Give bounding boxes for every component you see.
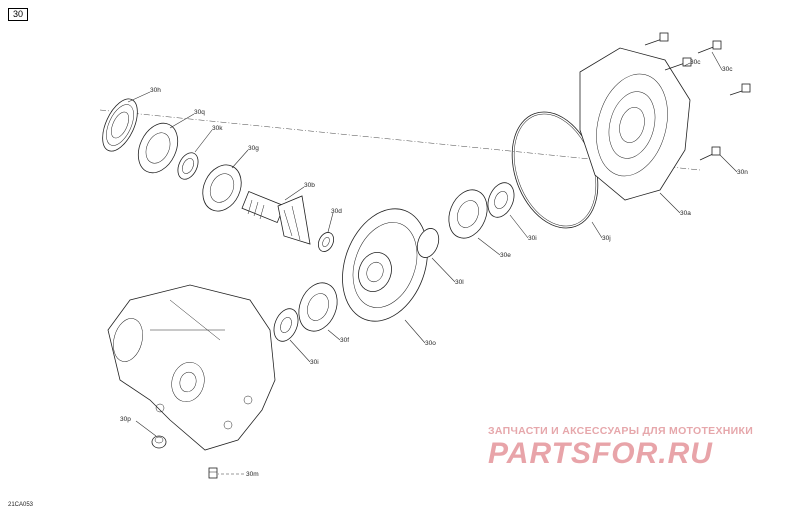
watermark-tagline: ЗАПЧАСТИ И АКСЕССУАРЫ ДЛЯ МОТОТЕХНИКИ xyxy=(488,425,754,437)
callout-30c-top: 30c xyxy=(722,66,733,73)
part-30e-bearing[interactable] xyxy=(442,184,494,244)
callout-30d: 30d xyxy=(331,208,342,215)
part-30i-seal[interactable] xyxy=(483,179,519,221)
callout-30q: 30q xyxy=(194,109,205,116)
part-30o-ring-gear[interactable] xyxy=(328,197,443,333)
callout-30f: 30f xyxy=(340,337,349,344)
callout-30l: 30l xyxy=(455,279,464,286)
callout-30o: 30o xyxy=(425,340,436,347)
part-30k-ring[interactable] xyxy=(174,150,202,183)
part-30i-seal-left[interactable] xyxy=(269,305,302,345)
callout-30g: 30g xyxy=(248,145,259,152)
figure-code: 21CA053 xyxy=(8,502,34,508)
assembly-axis xyxy=(99,109,701,171)
watermark-brand: PARTSFOR.RU xyxy=(488,437,713,470)
callout-30n: 30n xyxy=(737,169,748,176)
callout-30i-left: 30i xyxy=(310,359,319,366)
callout-30p: 30p xyxy=(120,416,131,423)
callout-30m: 30m xyxy=(246,471,259,478)
part-30d-needle-bearing[interactable] xyxy=(315,230,336,254)
callout-30i-right: 30i xyxy=(528,235,537,242)
part-30q-coupler[interactable] xyxy=(131,117,186,179)
part-30h-seal[interactable] xyxy=(95,94,144,157)
part-30b-pinion-shaft[interactable] xyxy=(241,191,311,245)
part-30f-bearing[interactable] xyxy=(292,277,344,337)
callout-30k: 30k xyxy=(212,125,223,132)
callout-30j: 30j xyxy=(602,235,611,242)
part-30a-cover[interactable] xyxy=(579,47,691,201)
reference-number-box: 30 xyxy=(8,8,28,21)
callout-30b: 30b xyxy=(304,182,315,189)
callout-30h: 30h xyxy=(150,87,161,94)
gear-housing[interactable] xyxy=(107,284,276,451)
part-30c-bolts[interactable] xyxy=(644,32,751,96)
part-30n-bolt[interactable] xyxy=(699,146,721,161)
part-30l-o-ring[interactable] xyxy=(413,225,442,260)
leader-lines xyxy=(127,51,738,475)
callout-30e: 30e xyxy=(500,252,511,259)
callout-30a: 30a xyxy=(680,210,691,217)
part-30p-plug[interactable] xyxy=(151,435,167,449)
callout-labels: 30h 30q 30k 30g 30b 30d 30c 30c 30n 30a … xyxy=(120,59,748,478)
part-30g-bearing[interactable] xyxy=(196,159,249,218)
callout-30c-side: 30c xyxy=(690,59,701,66)
part-30m-screw[interactable] xyxy=(208,467,218,479)
